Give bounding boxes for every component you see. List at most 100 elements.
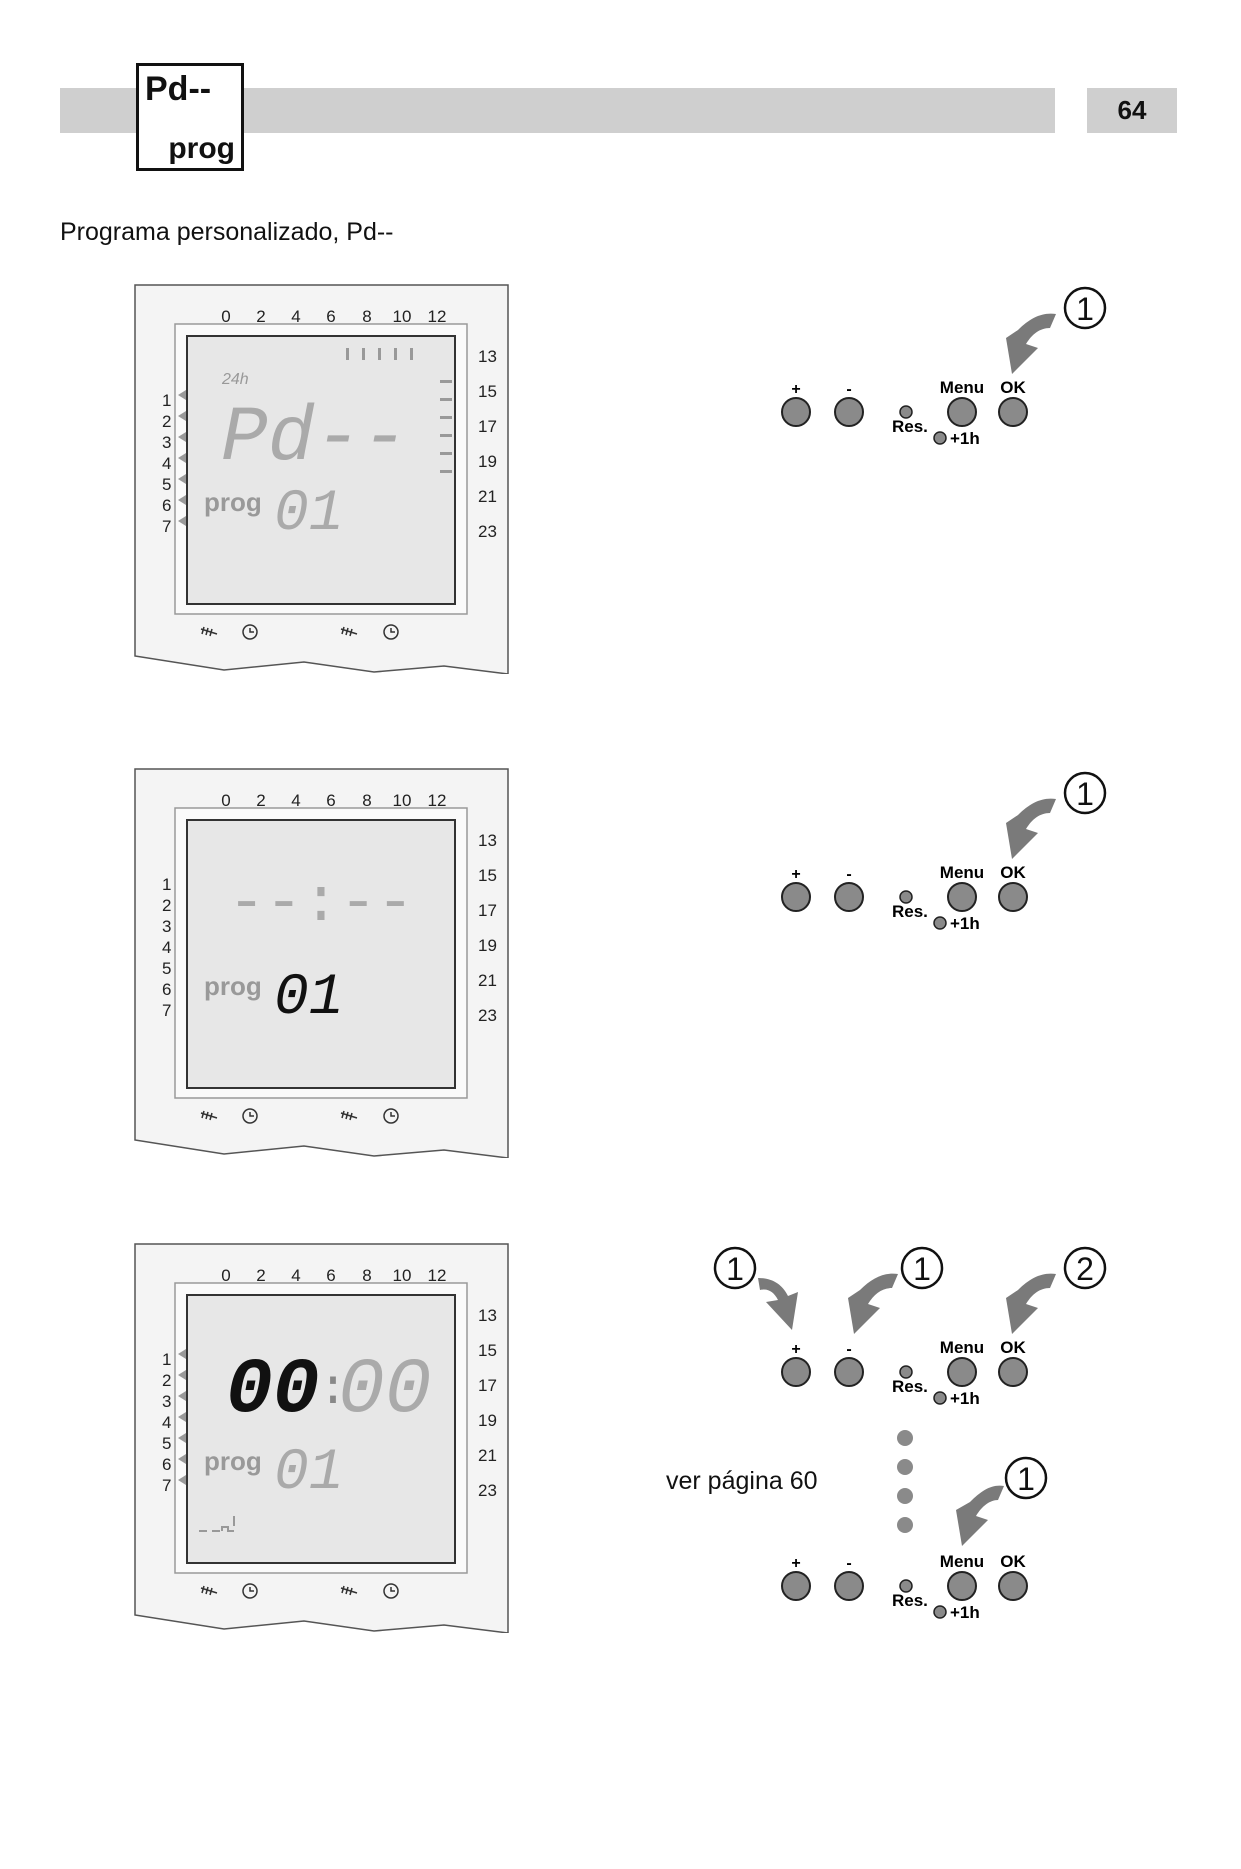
scale-right-23: 23 — [478, 522, 497, 541]
plus-button[interactable] — [781, 397, 811, 427]
reset-label: Res. — [892, 902, 928, 921]
ok-label: OK — [1000, 863, 1026, 882]
plus1h-button[interactable] — [933, 1391, 947, 1405]
reset-label: Res. — [892, 1591, 928, 1610]
day-1: 1 — [162, 391, 171, 410]
plus-button[interactable] — [781, 1357, 811, 1387]
day-arrows — [178, 1349, 186, 1485]
lcd-main-pd: Pd-- — [221, 395, 408, 483]
ok-button[interactable] — [998, 882, 1028, 912]
scale-right-17: 17 — [478, 417, 497, 436]
lcd-prog-label: prog — [204, 487, 262, 517]
step-1-plus-icon — [713, 1246, 757, 1290]
reset-button[interactable] — [899, 1579, 913, 1593]
step-2-label: 2 — [1076, 1251, 1094, 1287]
step-1-icon — [1063, 286, 1107, 330]
plus-label: + — [791, 1555, 800, 1572]
plus-label: + — [791, 866, 800, 883]
plus1h-button[interactable] — [933, 1605, 947, 1619]
scale-right-19: 19 — [478, 452, 497, 471]
lcd-minutes: 00 — [338, 1347, 432, 1435]
mode-icon-bottom: prog — [168, 132, 235, 165]
scale-right-21: 21 — [478, 971, 497, 990]
lcd-prog-number: 01 — [274, 966, 344, 1031]
continuation-dot — [897, 1517, 913, 1533]
day-4: 4 — [162, 938, 171, 957]
minus-label: - — [846, 1341, 851, 1358]
menu-button[interactable] — [947, 397, 977, 427]
minus-button[interactable] — [834, 1357, 864, 1387]
day-6: 6 — [162, 496, 171, 515]
menu-label: Menu — [940, 1552, 984, 1571]
ok-button[interactable] — [998, 1357, 1028, 1387]
button-panel-4: 1 + - Menu OK Res. +1h — [781, 1456, 1048, 1622]
minus-button[interactable] — [834, 397, 864, 427]
day-3: 3 — [162, 433, 171, 452]
reset-button[interactable] — [899, 405, 913, 419]
plus1h-label: +1h — [950, 1603, 980, 1622]
scale-top-6: 6 — [326, 1266, 335, 1285]
plus-button[interactable] — [781, 882, 811, 912]
badge-24h: 24h — [221, 371, 249, 388]
button-panel-2: 1 + - Menu OK Res. +1h — [781, 771, 1107, 933]
mode-icon-top: Pd-- — [145, 70, 212, 108]
scale-right-13: 13 — [478, 1306, 497, 1325]
day-7: 7 — [162, 517, 171, 536]
step-1-label: 1 — [1076, 776, 1094, 812]
menu-label: Menu — [940, 378, 984, 397]
scale-top-6: 6 — [326, 307, 335, 326]
lcd-prog-number: 01 — [274, 1441, 344, 1506]
scale-right-23: 23 — [478, 1006, 497, 1025]
menu-button[interactable] — [947, 1357, 977, 1387]
scale-right-19: 19 — [478, 1411, 497, 1430]
mode-icon-box: Pd-- prog — [136, 63, 244, 171]
minus-label: - — [846, 866, 851, 883]
scale-right-17: 17 — [478, 901, 497, 920]
day-1: 1 — [162, 875, 171, 894]
page-number: 64 — [1087, 88, 1177, 133]
continuation-dot — [897, 1488, 913, 1504]
scale-top-10: 10 — [393, 791, 412, 810]
scale-right-13: 13 — [478, 347, 497, 366]
timeline-right-segments — [440, 380, 452, 473]
reset-label: Res. — [892, 417, 928, 436]
day-2: 2 — [162, 412, 171, 431]
minus-label: - — [846, 381, 851, 398]
arrow-down-left-icon — [1006, 1273, 1056, 1334]
day-4: 4 — [162, 454, 171, 473]
mode-icons — [200, 1108, 399, 1124]
day-7: 7 — [162, 1476, 171, 1495]
menu-button[interactable] — [947, 882, 977, 912]
scale-right-23: 23 — [478, 1481, 497, 1500]
ok-button[interactable] — [998, 397, 1028, 427]
menu-label: Menu — [940, 1338, 984, 1357]
minus-button[interactable] — [834, 1571, 864, 1601]
scale-right-15: 15 — [478, 1341, 497, 1360]
scale-top-6: 6 — [326, 791, 335, 810]
see-page-reference[interactable]: ver página 60 — [666, 1467, 818, 1495]
scale-top-0: 0 — [221, 1266, 230, 1285]
scale-right-21: 21 — [478, 1446, 497, 1465]
scale-top-8: 8 — [362, 1266, 371, 1285]
mode-icons — [200, 624, 399, 640]
plus1h-button[interactable] — [933, 916, 947, 930]
plus1h-label: +1h — [950, 1389, 980, 1408]
scale-right-19: 19 — [478, 936, 497, 955]
step-1-minus-label: 1 — [913, 1251, 931, 1287]
scale-top-10: 10 — [393, 307, 412, 326]
step-1-icon — [1004, 1456, 1048, 1500]
reset-button[interactable] — [899, 890, 913, 904]
scale-right-21: 21 — [478, 487, 497, 506]
day-2: 2 — [162, 896, 171, 915]
plus-button[interactable] — [781, 1571, 811, 1601]
lcd-hours: 00 — [226, 1347, 320, 1435]
reset-button[interactable] — [899, 1365, 913, 1379]
plus1h-button[interactable] — [933, 431, 947, 445]
menu-button[interactable] — [947, 1571, 977, 1601]
scale-right-15: 15 — [478, 866, 497, 885]
step-2-icon — [1063, 1246, 1107, 1290]
day-7: 7 — [162, 1001, 171, 1020]
ok-button[interactable] — [998, 1571, 1028, 1601]
minus-button[interactable] — [834, 882, 864, 912]
arrow-down-left-icon — [848, 1273, 898, 1334]
